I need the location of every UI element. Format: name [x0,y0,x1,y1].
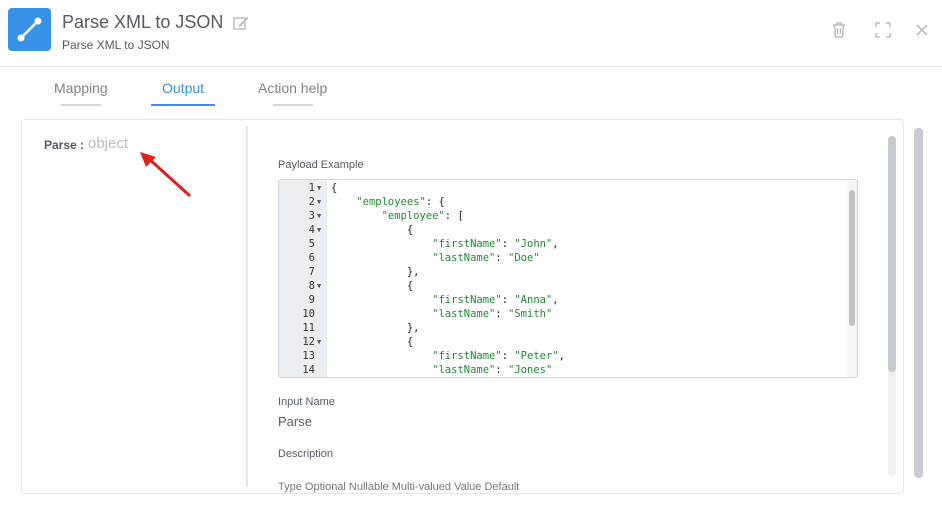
code-text: { [331,280,414,292]
code-line: 1▼ { [279,181,839,195]
code-line: 11 }, [279,321,839,335]
line-number: 4 [308,224,315,236]
pane-divider [246,126,248,487]
input-name-label: Input Name [278,396,335,408]
fold-toggle-icon[interactable]: ▼ [317,282,322,290]
code-line: 6 "lastName": "Doe" [279,251,839,265]
code-text: "employees": { [356,196,445,208]
payload-example-label: Payload Example [278,159,364,171]
code-text: }, [331,322,420,334]
code-line: 13 "firstName": "Peter", [279,349,839,363]
page-subtitle: Parse XML to JSON [62,38,170,52]
tab-bar: Mapping Output Action help [0,67,942,117]
code-text: "firstName": "John", [432,238,559,250]
code-text: { [331,224,414,236]
code-line: 3▼ "employee": [ [279,209,839,223]
code-line: 7 }, [279,265,839,279]
trash-icon[interactable] [829,20,849,40]
tab-label: Action help [258,80,328,96]
line-number: 10 [302,308,315,320]
fold-toggle-icon[interactable]: ▼ [317,198,322,206]
code-text: "lastName": "Smith" [432,308,553,320]
line-number: 12 [302,336,315,348]
line-number: 11 [302,322,315,334]
editor-gutter [279,180,327,377]
edit-icon[interactable] [232,14,250,32]
code-line: 14 "lastName": "Jones" [279,363,839,377]
editor-scrollbar-thumb[interactable] [849,190,855,326]
tab-underline [272,104,313,106]
description-label: Description [278,448,334,460]
line-number: 7 [308,266,315,278]
line-number: 2 [308,196,315,208]
tab-mapping[interactable]: Mapping [54,80,108,106]
line-number: 1 [308,182,315,194]
expand-icon[interactable] [873,20,893,40]
payload-code-editor[interactable]: 1▼{2▼ "employees": {3▼ "employee": [4▼ {… [278,179,858,378]
line-number: 14 [302,364,315,376]
code-line: 12▼ { [279,335,839,349]
tab-underline [60,104,101,106]
page-scrollbar[interactable] [914,128,923,478]
line-number: 3 [308,210,315,222]
output-panel: Parse : object Payload Example 1▼{2▼ "em… [21,119,904,494]
tab-label: Mapping [54,80,108,96]
code-text: "lastName": "Jones" [432,364,553,376]
tab-label: Output [162,80,205,96]
fold-toggle-icon[interactable]: ▼ [317,212,322,220]
code-line: 5 "firstName": "John", [279,237,839,251]
line-number: 5 [308,238,315,250]
tab-output[interactable]: Output [151,80,216,106]
line-number: 9 [308,294,315,306]
line-number: 13 [302,350,315,362]
fold-toggle-icon[interactable]: ▼ [317,184,322,192]
properties-row: Type Optional Nullable Multi-valued Valu… [278,481,520,493]
code-text: "firstName": "Anna", [432,294,559,306]
line-number: 8 [308,280,315,292]
annotation-arrow-icon [140,152,192,198]
code-text: }, [331,266,420,278]
editor-scrollbar[interactable] [847,180,857,377]
page-title: Parse XML to JSON [62,12,224,32]
param-type: object [88,135,129,152]
parameter-details: Payload Example 1▼{2▼ "employees": {3▼ "… [278,120,878,493]
code-text: { [331,336,414,348]
param-name[interactable]: Parse : [44,138,85,152]
code-line: 10 "lastName": "Smith" [279,307,839,321]
code-line: 8▼ { [279,279,839,293]
input-name-value: Parse [278,414,312,429]
code-line: 9 "firstName": "Anna", [279,293,839,307]
close-icon[interactable] [912,20,932,40]
code-text: "lastName": "Doe" [432,252,540,264]
header: Parse XML to JSON Parse XML to JSON [0,0,942,67]
panel-scrollbar-thumb[interactable] [888,136,896,372]
fold-toggle-icon[interactable]: ▼ [317,226,322,234]
code-line: 4▼ { [279,223,839,237]
code-text: "firstName": "Peter", [432,350,565,362]
tab-action-help[interactable]: Action help [258,80,328,106]
code-text: { [331,182,338,194]
panel-scrollbar[interactable] [888,136,896,476]
code-text: "employee": [ [381,210,464,222]
workflow-icon [8,8,51,51]
tab-underline [151,104,216,106]
output-parameters-list: Parse : object [22,120,246,493]
code-line: 2▼ "employees": { [279,195,839,209]
line-number: 6 [308,252,315,264]
fold-toggle-icon[interactable]: ▼ [317,338,322,346]
